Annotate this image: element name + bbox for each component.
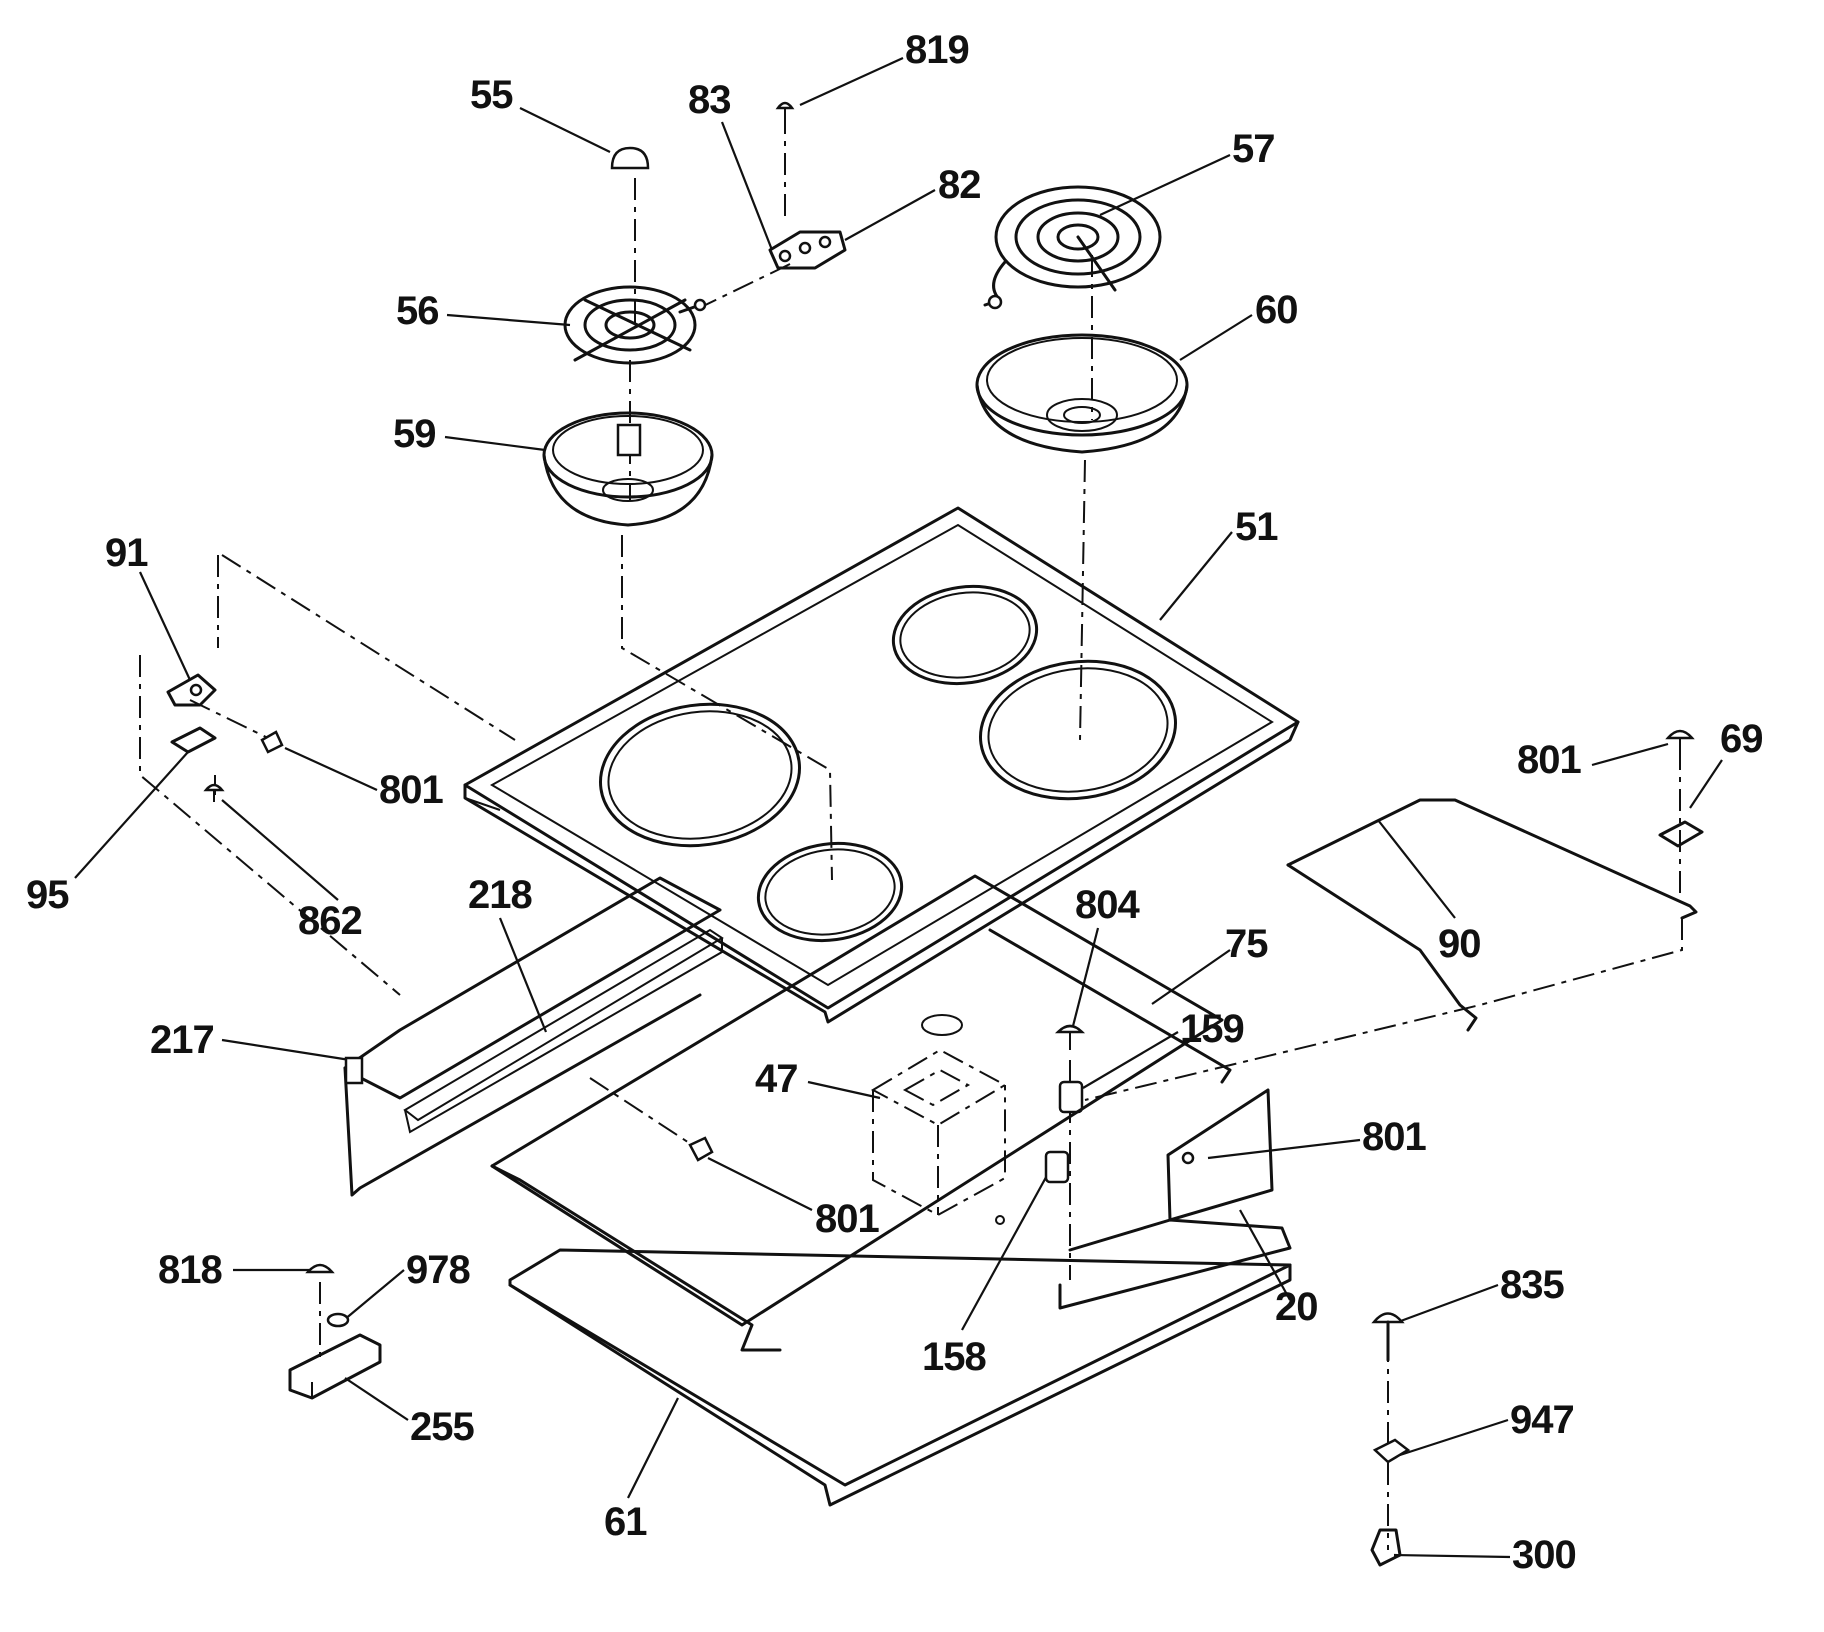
callout-91: 91 [105,531,148,575]
callout-835: 835 [1500,1263,1564,1307]
small-drip-pan-59 [542,411,714,527]
callout-801-d: 801 [815,1197,879,1241]
receptacle-82-83-819 [768,101,847,270]
front-panel-217-218 [343,876,724,1197]
callout-69: 69 [1720,717,1763,761]
alignment-lines [139,112,1683,1550]
callout-218: 218 [468,873,532,917]
callout-57: 57 [1232,127,1275,171]
rod-90-bracket-69 [1286,729,1704,1032]
leveler-835-947-300 [1370,1312,1411,1567]
callout-82: 82 [938,163,981,207]
cooktop-51 [463,506,1300,1024]
clips-158-159-804 [1044,1024,1086,1184]
callout-59: 59 [393,412,436,456]
callout-947: 947 [1510,1398,1574,1442]
bracket-91-95 [166,673,284,802]
callout-804: 804 [1075,883,1140,927]
callout-83: 83 [688,78,731,122]
callout-978: 978 [406,1248,470,1292]
screw-801-center [688,1136,714,1162]
callout-300: 300 [1512,1533,1576,1577]
callout-labels: 55 83 819 82 57 56 60 59 51 91 801 95 86… [26,28,1764,1577]
large-burner-element-57 [983,185,1162,310]
callout-819: 819 [905,28,969,72]
bottom-panel-61 [490,874,1292,1507]
callout-95: 95 [26,873,69,917]
callout-801-c: 801 [1362,1115,1426,1159]
callout-61: 61 [604,1500,647,1544]
leader-lines [74,56,1723,1559]
callout-217: 217 [150,1018,214,1062]
callout-20: 20 [1275,1285,1318,1329]
callout-60: 60 [1255,288,1298,332]
callout-75: 75 [1225,922,1268,966]
callout-56: 56 [396,289,439,333]
callout-801-b: 801 [1517,738,1581,782]
callout-55: 55 [470,73,513,117]
small-burner-element-56 [563,285,707,365]
knob-55 [610,146,650,170]
callout-51: 51 [1235,505,1278,549]
callout-47: 47 [755,1057,798,1101]
callout-818: 818 [158,1248,222,1292]
callout-255: 255 [410,1405,474,1449]
large-drip-pan-60 [975,333,1189,454]
callout-90: 90 [1438,922,1481,966]
side-panel-75 [988,928,1292,1310]
callout-158: 158 [922,1335,986,1379]
terminal-block-255 [288,1263,382,1400]
callout-801-a: 801 [379,768,443,812]
terminal-box-47 [870,1014,1008,1217]
